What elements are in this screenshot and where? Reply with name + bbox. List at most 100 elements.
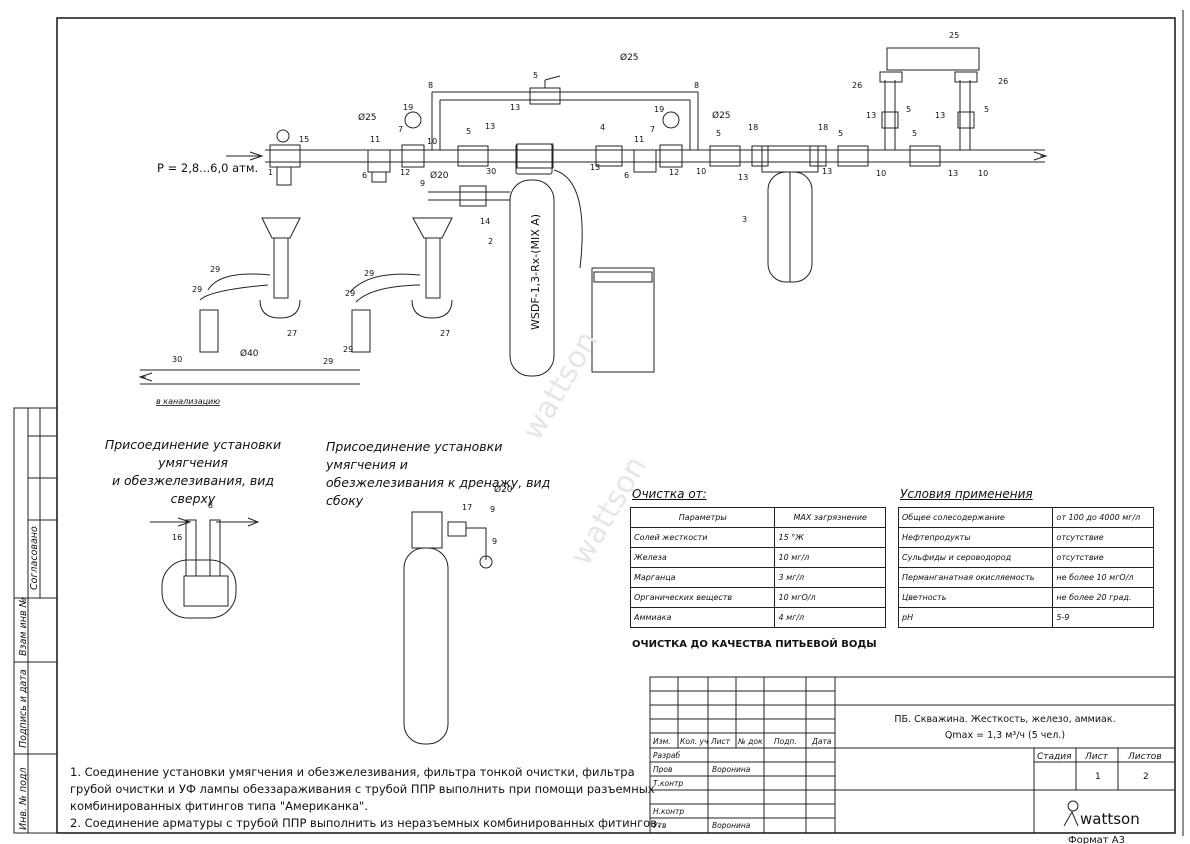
part-number: 3 [742, 215, 747, 224]
part-number: 2 [488, 237, 493, 246]
part-number: 11 [634, 135, 644, 144]
tb-role: Пров [653, 765, 672, 774]
part-number: 10 [696, 167, 706, 176]
logo: wattson [1080, 810, 1140, 828]
part-number: 13 [948, 169, 958, 178]
tb-sheets: 2 [1143, 772, 1149, 782]
part-number: 4 [600, 123, 605, 132]
part-number: 29 [364, 269, 374, 278]
pipe-label-d20-side: Ø20 [494, 484, 513, 495]
format-label: Формат А3 [1068, 835, 1125, 844]
note-line: комбинированных фитингов типа "Американк… [70, 799, 368, 813]
conditions-heading: Условия применения [900, 487, 1033, 501]
part-number: 29 [343, 345, 353, 354]
part-number: 13 [510, 103, 520, 112]
pipe-label-d20: Ø20 [430, 170, 449, 181]
part-number: 5 [838, 129, 843, 138]
part-number: 15 [299, 135, 309, 144]
caption-top-view: Присоединение установки умягчения и обез… [104, 437, 282, 506]
cleaning-footer: ОЧИСТКА ДО КАЧЕСТВА ПИТЬЕВОЙ ВОДЫ [632, 639, 877, 650]
notes: 1. Соединение установки умягчения и обез… [70, 764, 661, 832]
note-line: 2. Соединение арматуры с трубой ППР выпо… [70, 816, 661, 830]
part-number: 13 [866, 111, 876, 120]
part-number: 9 [420, 179, 425, 188]
part-number: 12 [669, 168, 679, 177]
pipe-label-d40: Ø40 [240, 348, 259, 359]
part-number: 13 [935, 111, 945, 120]
cleaning-table: Параметры MAX загрязнение Солей жесткост… [629, 507, 886, 628]
tb-role: Утв [653, 821, 666, 830]
tb-role: Н.контр [653, 807, 684, 816]
side-stamp [13, 407, 58, 834]
part-number: 8 [208, 501, 213, 510]
part-number: 18 [818, 123, 828, 132]
pipe-label-d25-right: Ø25 [712, 110, 731, 121]
tb-col-label: Дата [811, 737, 832, 746]
part-number: 17 [462, 503, 472, 512]
part-number: 25 [949, 31, 959, 40]
drain-label: в канализацию [156, 397, 220, 406]
tb-col-label: Изм. [653, 737, 671, 746]
part-number: 13 [822, 167, 832, 176]
tb-sheet: 1 [1095, 772, 1101, 782]
part-number: 29 [323, 357, 333, 366]
part-number: 10 [876, 169, 886, 178]
part-number: 10 [427, 137, 437, 146]
tb-col-label: Подп. [774, 737, 797, 746]
part-number: 12 [400, 168, 410, 177]
part-number: 16 [172, 533, 182, 542]
tb-role: Разраб [653, 751, 680, 760]
tb-sheets-label: Листов [1127, 752, 1162, 762]
cleaning-heading: Очистка от: [632, 487, 707, 501]
part-number: 13 [485, 122, 495, 131]
part-number: 6 [362, 171, 367, 180]
logo-dog-icon [1067, 800, 1079, 812]
part-number: 7 [650, 125, 655, 134]
pipe-label-d25-top: Ø25 [620, 52, 639, 63]
part-number: 19 [403, 103, 413, 112]
note-line: 1. Соединение установки умягчения и обез… [70, 765, 635, 779]
part-number: 27 [440, 329, 450, 338]
part-number: 5 [984, 105, 989, 114]
tb-name: Воронина [712, 765, 751, 774]
tb-sheet-label: Лист [1084, 752, 1109, 762]
part-number: 5 [912, 129, 917, 138]
part-number: 5 [533, 71, 538, 80]
part-number: 8 [694, 81, 699, 90]
part-number: 5 [906, 105, 911, 114]
part-number: 30 [172, 355, 182, 364]
part-number: 26 [998, 77, 1008, 86]
part-number: 29 [192, 285, 202, 294]
part-number: 30 [486, 167, 496, 176]
logo-dog-body [1063, 810, 1079, 827]
part-number: 29 [210, 265, 220, 274]
part-number: 10 [978, 169, 988, 178]
part-number: 27 [287, 329, 297, 338]
tb-name: Воронина [712, 821, 751, 830]
tb-title-line2: Qmax = 1,3 м³/ч (5 чел.) [945, 730, 1065, 741]
part-number: 11 [370, 135, 380, 144]
part-number: 26 [852, 81, 862, 90]
tb-role: Т.контр [653, 779, 683, 788]
tb-col-label: Лист [710, 737, 731, 746]
note-line: грубой очистки и УФ лампы обеззараживани… [70, 782, 655, 796]
part-number: 13 [738, 173, 748, 182]
part-number: 29 [345, 289, 355, 298]
part-number: 9 [490, 505, 495, 514]
part-number: 7 [398, 125, 403, 134]
part-number: 18 [748, 123, 758, 132]
part-number: 5 [466, 127, 471, 136]
tb-col-label: № док [737, 737, 763, 746]
tb-title-line1: ПБ. Скважина. Жесткость, железо, аммиак. [894, 714, 1115, 725]
pipe-label-d25-left: Ø25 [358, 112, 377, 123]
